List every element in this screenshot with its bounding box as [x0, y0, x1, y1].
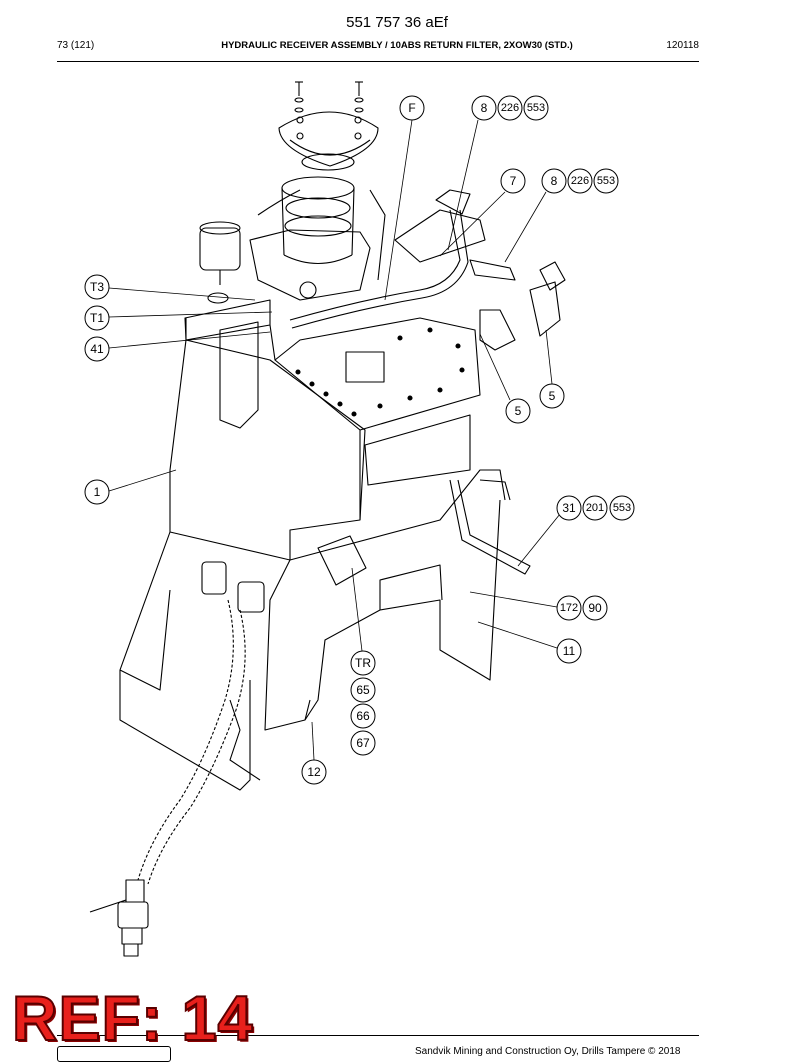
filter-cover — [278, 111, 379, 171]
callout-67 — [350, 730, 376, 756]
callout-1 — [84, 479, 110, 505]
callout-label: 553 — [527, 102, 545, 114]
callout-labels: F 8 226 553 7 8 226 553 T3 T1 41 5 5 1 3… — [90, 101, 631, 779]
callout-label: 226 — [571, 175, 589, 187]
callout-226b — [567, 168, 593, 194]
callout-5b — [539, 383, 565, 409]
callout-201 — [582, 495, 608, 521]
callout-label: 66 — [356, 709, 370, 723]
callout-41 — [84, 336, 110, 362]
callout-172 — [556, 595, 582, 621]
ref-stamp: REF: 14 — [11, 983, 254, 1055]
callout-label: 1 — [94, 485, 101, 499]
drain-hose — [137, 599, 246, 885]
callout-TR — [350, 650, 376, 676]
leader-lines — [108, 119, 561, 761]
callout-90 — [582, 595, 608, 621]
callout-label: 201 — [586, 502, 604, 514]
callout-226a — [497, 95, 523, 121]
callout-label: 226 — [501, 102, 519, 114]
callout-8b — [541, 168, 567, 194]
date-code: 120118 — [666, 40, 699, 51]
callout-T1 — [84, 305, 110, 331]
tank-body — [169, 299, 506, 561]
callouts — [84, 95, 635, 785]
callout-label: T1 — [90, 311, 104, 325]
callout-label: 553 — [597, 175, 615, 187]
filter-housing — [249, 176, 371, 301]
footer-rule — [57, 1035, 699, 1036]
callout-553a — [523, 95, 549, 121]
callout-label: 172 — [560, 602, 578, 614]
callout-label: 31 — [562, 501, 576, 515]
callout-label: 8 — [481, 101, 488, 115]
callout-65 — [350, 677, 376, 703]
callout-label: 41 — [90, 342, 104, 356]
callout-label: 7 — [510, 174, 517, 188]
lid-bolts — [295, 327, 465, 417]
callout-label: 90 — [588, 601, 602, 615]
junction-box — [345, 351, 385, 383]
hose-connectors — [201, 535, 367, 613]
page-number: 73 (121) — [57, 40, 95, 51]
callout-label: 8 — [551, 174, 558, 188]
callout-label: 5 — [515, 404, 522, 418]
callout-label: 67 — [356, 736, 370, 750]
drain-valve — [89, 879, 149, 957]
callout-11 — [556, 638, 582, 664]
callout-label: F — [408, 101, 415, 115]
callout-label: 5 — [549, 389, 556, 403]
callout-553b — [593, 168, 619, 194]
header-rule — [57, 61, 699, 62]
lower-frame — [119, 499, 501, 791]
callout-66 — [350, 703, 376, 729]
callout-label: T3 — [90, 280, 104, 294]
breather — [199, 221, 241, 304]
callout-label: 65 — [356, 683, 370, 697]
footer-copyright: Sandvik Mining and Construction Oy, Dril… — [415, 1046, 681, 1057]
callout-31 — [556, 495, 582, 521]
cover-bolts — [294, 81, 364, 113]
callout-12 — [301, 759, 327, 785]
callout-label: 12 — [307, 765, 321, 779]
callout-F — [399, 95, 425, 121]
callout-label: TR — [355, 656, 371, 670]
callout-label: 11 — [563, 644, 576, 658]
page-title: HYDRAULIC RECEIVER ASSEMBLY / 10ABS RETU… — [221, 40, 573, 51]
callout-label: 553 — [613, 502, 631, 514]
callout-5a — [505, 398, 531, 424]
callout-T3 — [84, 274, 110, 300]
callout-553c — [609, 495, 635, 521]
piping — [257, 189, 566, 351]
callout-7 — [500, 168, 526, 194]
callout-8a — [471, 95, 497, 121]
return-line — [449, 479, 531, 575]
document-code: 551 757 36 aEf — [346, 14, 448, 31]
